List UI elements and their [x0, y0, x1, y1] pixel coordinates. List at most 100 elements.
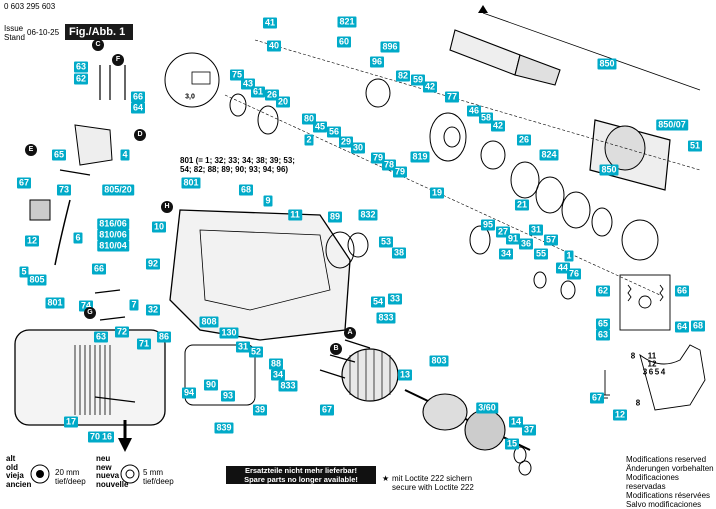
part-label: 850/07: [656, 119, 688, 131]
detail-dimension: 3,0: [185, 93, 195, 101]
part-label: 833: [376, 312, 396, 324]
part-label: 801: [181, 177, 201, 189]
part-label: 42: [490, 120, 506, 132]
part-label: 896: [380, 41, 400, 53]
connector-marker: F: [112, 54, 124, 66]
part-label: 94: [181, 387, 197, 399]
old-label: old: [6, 462, 18, 472]
loctite-star: ★: [382, 474, 390, 483]
part-label: 57: [543, 234, 559, 246]
part-label: 11: [288, 209, 302, 221]
spare-parts-notice: Ersatzteile nicht mehr lieferbar! Spare …: [226, 466, 376, 484]
part-label: 37: [521, 424, 537, 436]
doc-number: 0 603 295 603: [4, 2, 56, 11]
part-label: 75: [229, 69, 245, 81]
part-label: 64: [674, 321, 690, 333]
part-label: 9: [263, 195, 273, 207]
part-label: 74: [78, 300, 94, 312]
new-label: neu: [96, 454, 111, 463]
part-label: 63: [93, 331, 109, 343]
spare-parts-de: Ersatzteile nicht mehr lieferbar!: [244, 466, 358, 475]
part-label: 53: [378, 236, 394, 248]
part-label: 31: [235, 341, 251, 353]
old-label: alt: [6, 454, 16, 463]
part-label: 70: [87, 431, 103, 443]
part-label: 833: [278, 380, 298, 392]
part-label: 810/04: [97, 240, 129, 252]
chuck: [589, 119, 671, 191]
part-label: 21: [514, 199, 530, 211]
wiring-terminal: 8: [630, 351, 636, 361]
new-label-stack: neu new nueva nouvelle: [96, 454, 129, 489]
new-label: nueva: [96, 471, 120, 480]
part-label: 71: [136, 338, 152, 350]
part-label: 45: [312, 121, 328, 133]
part-label: 839: [214, 422, 234, 434]
wiring-terminal: 6: [648, 367, 654, 377]
part-label: 832: [358, 209, 378, 221]
part-label: 63: [73, 61, 89, 73]
part-label: 12: [24, 235, 40, 247]
part-label: 61: [250, 86, 266, 98]
part-label: 92: [145, 258, 161, 270]
modifications-line: Modifications reserved: [626, 455, 707, 464]
part-label: 41: [262, 17, 278, 29]
part-label: 12: [612, 409, 628, 421]
part-label: 60: [336, 36, 352, 48]
part-label: 76: [566, 268, 582, 280]
modifications-line: Modificaciones reservadas: [626, 473, 679, 491]
new-label: new: [96, 462, 112, 472]
part-label: 39: [252, 404, 268, 416]
wiring-diagram: [600, 274, 706, 411]
part-label: 72: [114, 326, 130, 338]
part-label: 1: [564, 250, 574, 262]
part-label: 6: [73, 232, 83, 244]
part-label: 38: [391, 247, 407, 259]
figure-title: Fig./Abb. 1: [65, 24, 133, 40]
part-label: 33: [387, 293, 403, 305]
part-label: 26: [516, 134, 532, 146]
assembly-801-note: 801 (= 1; 32; 33; 34; 38; 39; 53; 54; 82…: [180, 156, 295, 174]
connector-marker: C: [92, 39, 104, 51]
issue-date: 06-10-25: [27, 28, 60, 37]
switch-unit: [29, 124, 113, 266]
part-label: 46: [466, 105, 482, 117]
gasket: [184, 344, 256, 406]
part-label: 810/06: [97, 229, 129, 241]
part-label: 130: [219, 327, 239, 339]
part-label: 65: [51, 149, 67, 161]
part-label: 56: [326, 126, 342, 138]
part-label: 27: [495, 226, 511, 238]
part-label: 801: [45, 297, 65, 309]
part-label: 34: [498, 248, 514, 260]
part-label: 64: [130, 102, 146, 114]
part-label: 63: [595, 329, 611, 341]
modifications-line: Änderungen vorbehalten: [626, 464, 714, 473]
part-label: 79: [370, 152, 386, 164]
part-label: 2: [304, 134, 314, 146]
part-label: 805/20: [102, 184, 134, 196]
connector-marker: D: [134, 129, 146, 141]
part-label: 73: [56, 184, 72, 196]
wiring-terminal: 4: [660, 367, 666, 377]
modifications-line: Modifications réservées: [626, 491, 711, 500]
connector-marker: E: [25, 144, 37, 156]
part-label: 16: [99, 431, 115, 443]
part-label: 58: [478, 112, 494, 124]
part-label: 67: [319, 404, 335, 416]
stand-label: Stand: [4, 33, 25, 42]
connector-marker: B: [330, 343, 342, 355]
part-label: 79: [392, 166, 408, 178]
part-label: 77: [444, 91, 460, 103]
part-label: 82: [395, 70, 411, 82]
part-label: 52: [248, 346, 264, 358]
part-label: 32: [145, 304, 161, 316]
part-label: 821: [337, 16, 357, 28]
wiring-terminal: 5: [654, 367, 660, 377]
part-label: 17: [63, 416, 79, 428]
part-label: 91: [505, 233, 521, 245]
part-label: 3/60: [476, 402, 498, 414]
new-label: nouvelle: [96, 479, 129, 489]
part-label: 850: [597, 58, 617, 70]
part-label: 54: [370, 296, 386, 308]
